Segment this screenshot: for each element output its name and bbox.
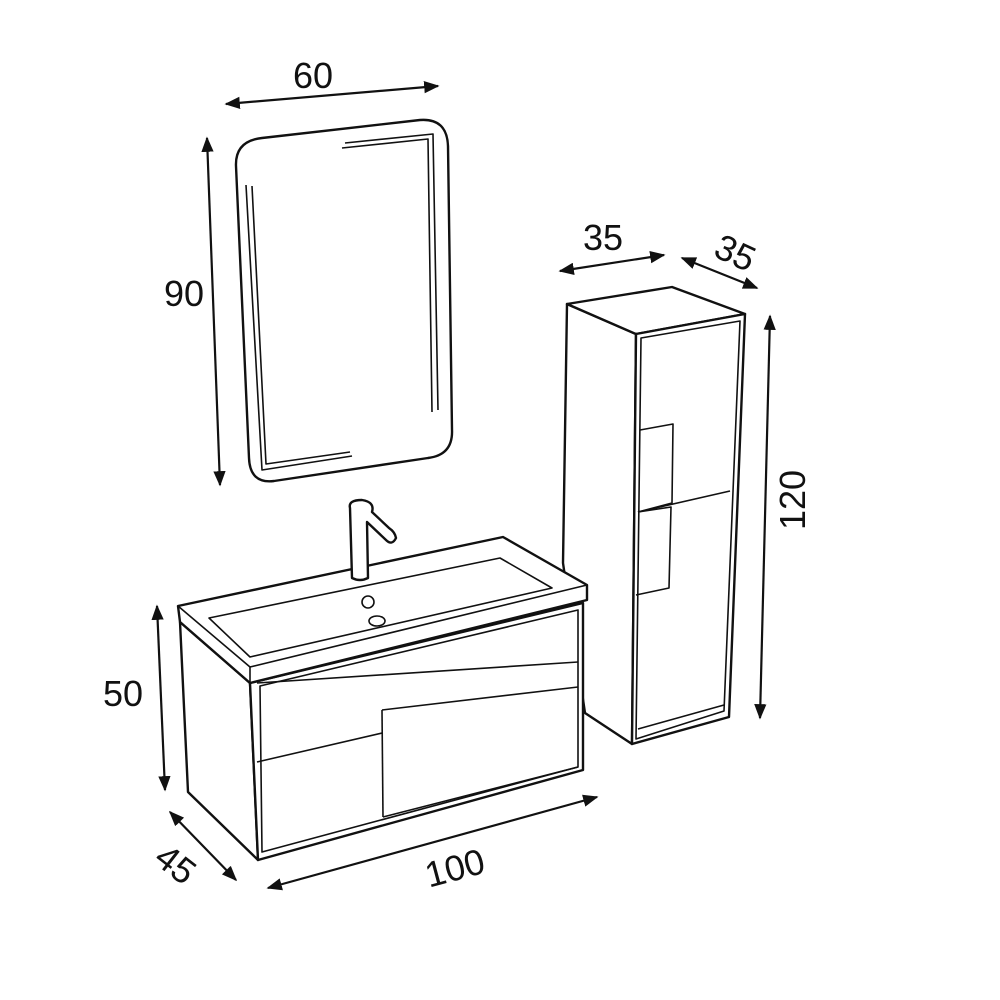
mirror-height-dimension: 90 xyxy=(164,136,226,487)
mirror-width-dimension: 60 xyxy=(224,55,440,109)
mirror-height-label: 90 xyxy=(164,273,204,314)
led-mirror xyxy=(234,118,454,483)
vanity-unit xyxy=(176,535,589,862)
vanity-width-label: 100 xyxy=(420,840,489,895)
cabinet-width-dimension: 35 xyxy=(558,217,666,275)
tall-cabinet xyxy=(561,285,747,746)
cabinet-height-label: 120 xyxy=(772,470,813,530)
vanity-height-dimension: 50 xyxy=(103,604,171,792)
cabinet-depth-dimension: 35 xyxy=(680,226,762,290)
vanity-height-label: 50 xyxy=(103,673,143,714)
faucet xyxy=(348,498,398,582)
mirror-width-label: 60 xyxy=(293,55,333,96)
vanity-depth-label: 45 xyxy=(147,836,204,893)
cabinet-height-dimension: 120 xyxy=(754,314,813,720)
cabinet-width-label: 35 xyxy=(583,217,623,258)
